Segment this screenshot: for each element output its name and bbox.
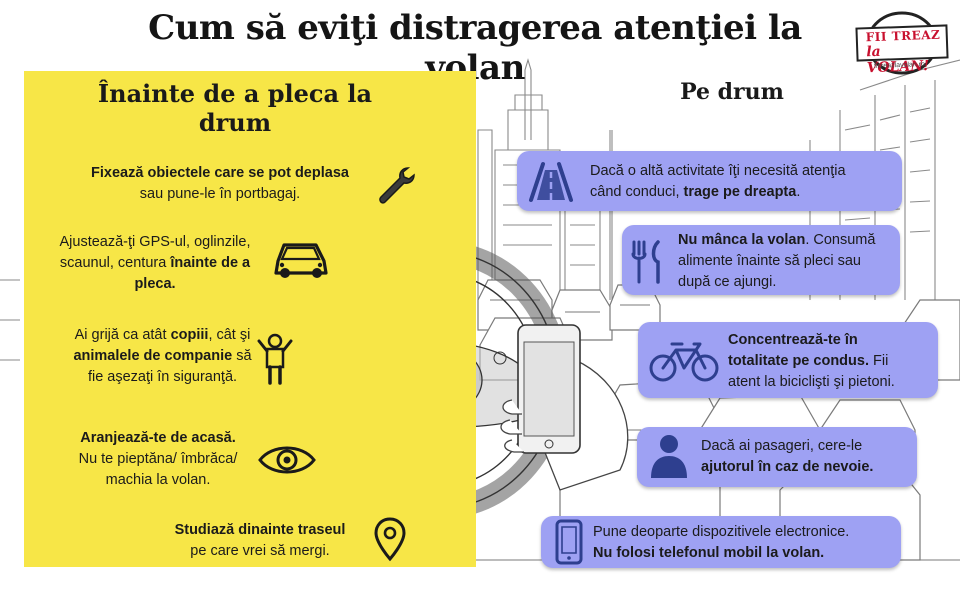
tip-text: fie aşezaţi în siguranţă.	[87, 369, 238, 385]
tip-line: ajutorul în caz de nevoie.	[701, 457, 911, 478]
tip-line: atent la biciclişti şi pietoni.	[728, 372, 933, 393]
tip-line: Dacă ai pasageri, cere-le	[701, 436, 911, 457]
tip-line: Ai grijă ca atât copiii, cât şi	[55, 325, 270, 346]
tip-text: Dacă ai pasageri, cere-le	[701, 438, 863, 454]
tip-text: Nu te pieptăna/ îmbrăca/	[78, 451, 238, 467]
tip-line: totalitate pe condus. Fii	[728, 351, 933, 372]
tip-text-bold: Concentrează-te în	[728, 332, 858, 348]
tip-text: când conduci,	[590, 184, 684, 200]
before-driving-panel	[24, 71, 476, 567]
mobile-phone-icon	[555, 519, 583, 565]
left-tip-1: Fixează obiectele care se pot deplasa sau…	[70, 163, 370, 205]
tip-line: fie aşezaţi în siguranţă.	[55, 367, 270, 388]
tip-text-bold: Nu mânca la volan	[678, 232, 806, 248]
tip-text-bold: Nu folosi telefonul mobil la volan.	[593, 545, 825, 561]
right-tip-1: Dacă o altă activitate îţi necesită aten…	[590, 161, 895, 203]
child-icon	[257, 333, 293, 385]
tip-text-bold: copiii	[170, 327, 209, 343]
tip-text-bold: pleca.	[134, 276, 176, 292]
tip-text: .	[796, 184, 801, 200]
tip-text: sau pune-le în portbagaj.	[139, 186, 301, 202]
tip-text: , cât şi	[208, 327, 251, 343]
tip-line: Fixează obiectele care se pot deplasa	[70, 163, 370, 184]
car-icon	[274, 243, 328, 278]
tip-line: pleca.	[40, 274, 270, 295]
right-tip-3: Concentrează-te în totalitate pe condus. …	[728, 330, 933, 393]
left-tip-2: Ajustează-ţi GPS-ul, oglinzile, scaunul, …	[40, 232, 270, 295]
brand-logo: FII TREAZ la VOLAN! fiitreazlavolan.ro	[852, 10, 952, 80]
tip-text: Ajustează-ţi GPS-ul, oglinzile,	[59, 234, 251, 250]
road-icon	[529, 162, 573, 202]
tip-line: Pune deoparte dispozitivele electronice.	[593, 522, 898, 543]
tip-text: Fii	[869, 353, 889, 369]
tip-line: sau pune-le în portbagaj.	[70, 184, 370, 205]
right-tip-4: Dacă ai pasageri, cere-le ajutorul în caz…	[701, 436, 911, 478]
tip-text: după ce ajungi.	[678, 274, 777, 290]
on-the-road-heading: Pe drum	[680, 79, 784, 105]
person-icon	[651, 435, 687, 478]
tip-text-bold: înainte de a	[170, 255, 251, 271]
tip-line: machia la volan.	[58, 470, 258, 491]
location-pin-icon	[374, 517, 406, 562]
right-tip-box-1	[517, 151, 902, 211]
bicycle-icon	[649, 342, 719, 382]
tip-text: pe care vrei să mergi.	[190, 543, 330, 559]
wrench-icon	[379, 167, 415, 204]
left-tip-4: Aranjează-te de acasă. Nu te pieptăna/ îm…	[58, 428, 258, 491]
tip-text: Dacă o altă activitate îţi necesită aten…	[590, 163, 846, 179]
tip-line: Ajustează-ţi GPS-ul, oglinzile,	[40, 232, 270, 253]
tip-text-bold: totalitate pe condus.	[728, 353, 869, 369]
tip-line: Concentrează-te în	[728, 330, 933, 351]
right-tip-box-2	[622, 225, 900, 295]
tip-line: Nu mânca la volan. Consumă	[678, 230, 898, 251]
right-tip-5: Pune deoparte dispozitivele electronice.…	[593, 522, 898, 564]
tip-line: Nu te pieptăna/ îmbrăca/	[58, 449, 258, 470]
hand-holding-phone-sketch	[500, 324, 629, 491]
tip-text: machia la volan.	[105, 472, 211, 488]
tip-line: Nu folosi telefonul mobil la volan.	[593, 543, 898, 564]
right-tip-box-5	[541, 516, 901, 568]
tip-line: pe care vrei să mergi.	[150, 541, 370, 562]
tip-line: când conduci, trage pe dreapta.	[590, 182, 895, 203]
tip-text-bold: animalele de companie	[73, 348, 233, 364]
tip-text: . Consumă	[805, 232, 876, 248]
tip-text-bold: Aranjează-te de acasă.	[80, 430, 236, 446]
tip-text: scaunul, centura	[59, 255, 171, 271]
logo-plate: FII TREAZ la VOLAN!	[855, 24, 949, 76]
tip-text: Pune deoparte dispozitivele electronice.	[593, 524, 850, 540]
tip-line: Studiază dinainte traseul	[150, 520, 370, 541]
tip-line: animalele de companie să	[55, 346, 270, 367]
tip-text-bold: ajutorul în caz de nevoie.	[701, 459, 874, 475]
tip-text-bold: Fixează obiectele care se pot deplasa	[91, 165, 349, 181]
tip-text: Ai grijă ca atât	[74, 327, 171, 343]
fork-knife-icon	[631, 240, 660, 284]
tip-line: scaunul, centura înainte de a	[40, 253, 270, 274]
before-driving-heading: Înainte de a pleca la drum	[97, 79, 373, 137]
tip-text-bold: Studiază dinainte traseul	[174, 522, 346, 538]
eye-icon	[258, 446, 316, 474]
right-tip-2: Nu mânca la volan. Consumă alimente înain…	[678, 230, 898, 293]
tip-text: atent la biciclişti şi pietoni.	[728, 374, 895, 390]
left-tip-5: Studiază dinainte traseul pe care vrei să…	[150, 520, 370, 562]
logo-line2: la VOLAN!	[866, 43, 930, 77]
tip-text-bold: trage pe dreapta	[683, 184, 797, 200]
tip-line: Dacă o altă activitate îţi necesită aten…	[590, 161, 895, 182]
tip-line: Aranjează-te de acasă.	[58, 428, 258, 449]
tip-text: alimente înainte să pleci sau	[678, 253, 861, 269]
tip-line: alimente înainte să pleci sau	[678, 251, 898, 272]
tip-text: să	[232, 348, 252, 364]
tip-line: după ce ajungi.	[678, 272, 898, 293]
